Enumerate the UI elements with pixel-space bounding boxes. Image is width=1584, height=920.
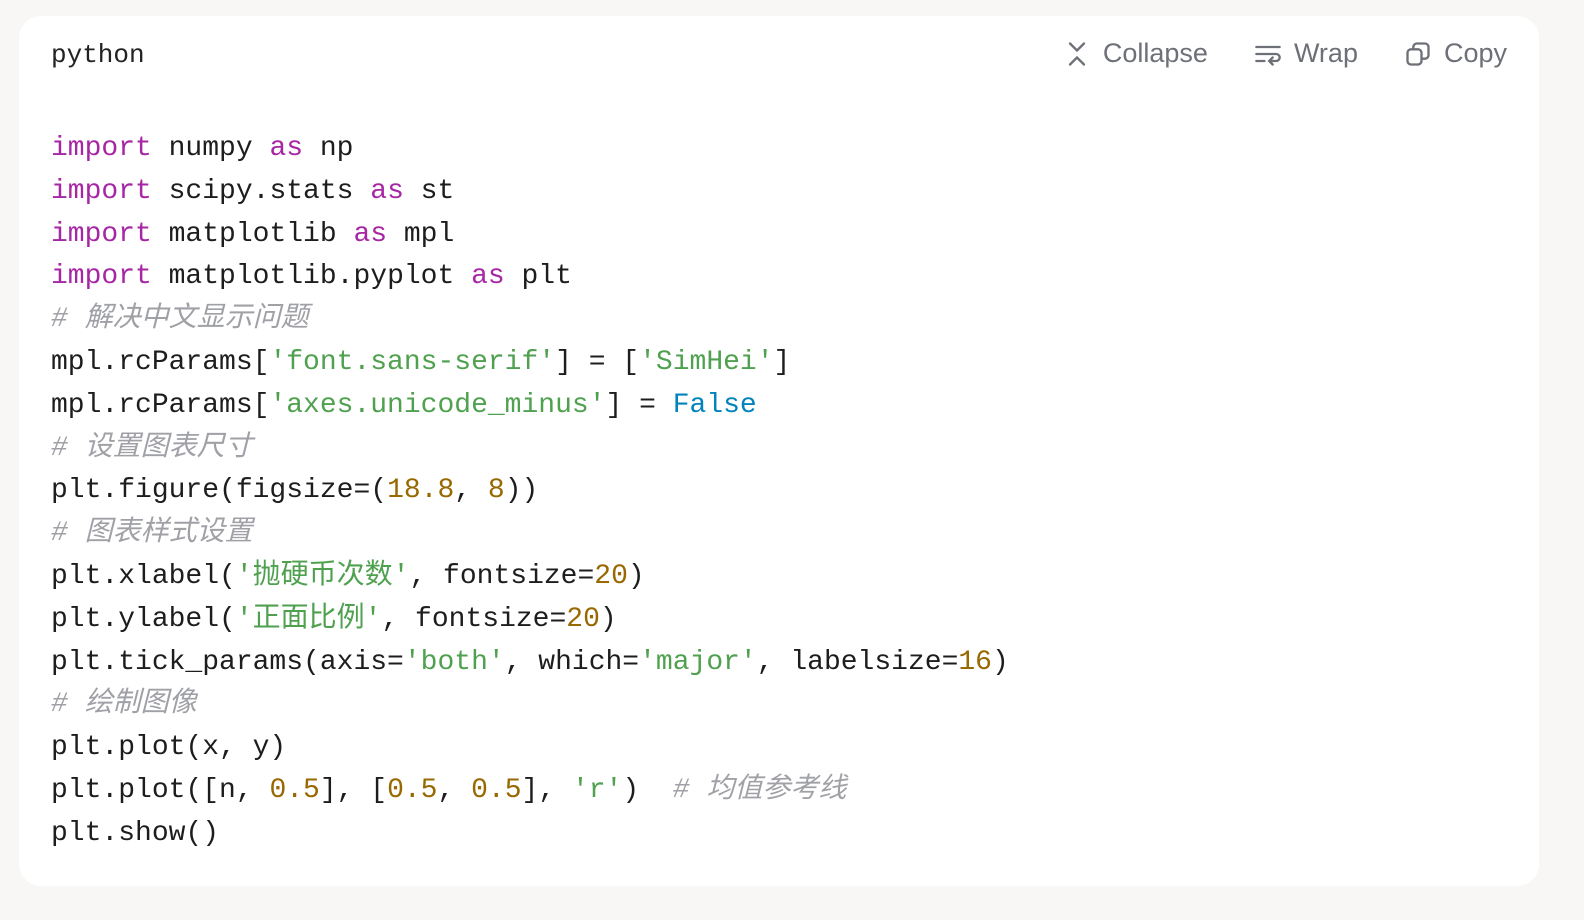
code-text: plt.plot(x, y): [51, 732, 287, 764]
code-text: ] =: [605, 389, 673, 421]
code-line: import matplotlib as mpl: [51, 214, 1009, 257]
code-text: , fontsize=: [409, 560, 595, 592]
number-literal: 20: [594, 560, 628, 592]
code-text: matplotlib: [151, 218, 354, 250]
collapse-label: Collapse: [1102, 38, 1208, 68]
code-text: ],: [521, 774, 572, 806]
code-text: )): [504, 475, 539, 507]
number-literal: 0.5: [471, 774, 522, 806]
code-text: st: [403, 175, 455, 207]
string-literal: 'font.sans-serif': [269, 346, 556, 378]
code-text: ): [627, 560, 645, 592]
code-line: # 图表样式设置: [51, 513, 1009, 556]
language-label: python: [51, 40, 145, 70]
keyword: as: [269, 133, 304, 164]
code-text: plt.show(): [51, 817, 220, 849]
code-text: plt.xlabel(: [51, 560, 236, 592]
wrap-button[interactable]: Wrap: [1254, 38, 1358, 69]
code-line: plt.plot([n, 0.5], [0.5, 0.5], 'r') # 均值…: [51, 770, 1009, 813]
code-line: plt.figure(figsize=(18.8, 8)): [51, 470, 1009, 513]
number-literal: 0.5: [387, 774, 438, 806]
code-block: python Collapse Wrap Copy import numpy a…: [19, 16, 1539, 886]
code-line: plt.show(): [51, 813, 1009, 856]
code-line: # 设置图表尺寸: [51, 428, 1009, 471]
code-line: plt.plot(x, y): [51, 727, 1009, 770]
copy-button[interactable]: Copy: [1404, 38, 1507, 69]
keyword: as: [370, 175, 404, 207]
code-text: mpl.rcParams[: [51, 346, 270, 378]
code-line: mpl.rcParams['axes.unicode_minus'] = Fal…: [51, 385, 1009, 428]
number-literal: 20: [566, 603, 600, 635]
code-line: # 绘制图像: [51, 684, 1009, 727]
comment: # 解决中文显示问题: [51, 304, 309, 336]
wrap-label: Wrap: [1293, 38, 1358, 68]
code-text: ,: [437, 774, 472, 806]
code-text: plt.figure(figsize=(: [51, 475, 388, 507]
code-text: ], [: [319, 774, 388, 806]
keyword: import: [51, 175, 152, 207]
string-literal: 'SimHei': [639, 346, 774, 378]
number-literal: 16: [958, 646, 992, 678]
code-text: mpl.rcParams[: [51, 389, 270, 421]
code-text: , fontsize=: [381, 603, 567, 635]
code-text: matplotlib.pyplot: [151, 261, 472, 293]
collapse-button[interactable]: Collapse: [1063, 38, 1208, 69]
code-text: ]: [773, 346, 791, 378]
code-line: plt.ylabel('正面比例', fontsize=20): [51, 599, 1009, 642]
code-text: plt.ylabel(: [51, 603, 236, 635]
code-text: ): [622, 774, 673, 806]
code-line: plt.tick_params(axis='both', which='majo…: [51, 642, 1009, 685]
comment: # 图表样式设置: [51, 518, 253, 550]
number-literal: 18.8: [387, 475, 455, 507]
code-text: numpy: [151, 133, 270, 164]
code-line: import matplotlib.pyplot as plt: [51, 256, 1009, 299]
keyword: import: [51, 261, 152, 293]
code-line: plt.xlabel('抛硬币次数', fontsize=20): [51, 556, 1009, 599]
code-text: np: [303, 133, 354, 164]
keyword: import: [51, 218, 152, 250]
code-text: ): [599, 603, 617, 635]
collapse-icon: [1068, 41, 1086, 66]
code-line: import scipy.stats as st: [51, 171, 1009, 214]
number-literal: 0.5: [269, 774, 320, 806]
code-text: , which=: [504, 646, 640, 678]
comment: # 均值参考线: [672, 774, 847, 806]
code-line: import numpy as np: [51, 128, 1009, 171]
copy-label: Copy: [1443, 38, 1507, 68]
string-literal: '正面比例': [235, 603, 382, 635]
code-text: plt: [504, 261, 572, 293]
code-line: mpl.rcParams['font.sans-serif'] = ['SimH…: [51, 342, 1009, 385]
string-literal: 'r': [571, 774, 623, 806]
code-actions: Collapse Wrap Copy: [1063, 38, 1507, 69]
comment: # 设置图表尺寸: [51, 432, 253, 464]
code-text: mpl: [387, 218, 455, 250]
code-line: # 解决中文显示问题: [51, 299, 1009, 342]
keyword: import: [51, 133, 152, 164]
number-literal: 8: [487, 475, 505, 507]
boolean-literal: False: [672, 389, 757, 421]
code-text: ): [991, 646, 1009, 678]
string-literal: 'both': [403, 646, 505, 678]
code-text: plt.plot([n,: [51, 774, 270, 806]
code-text: , labelsize=: [756, 646, 959, 678]
keyword: as: [353, 218, 388, 250]
keyword: as: [471, 261, 505, 293]
wrap-icon: [1255, 45, 1281, 66]
code-text: plt.tick_params(axis=: [51, 646, 404, 678]
code-text: ] = [: [555, 346, 640, 378]
comment: # 绘制图像: [51, 689, 197, 721]
code-text: scipy.stats: [151, 175, 371, 207]
copy-icon: [1406, 41, 1430, 66]
string-literal: 'major': [639, 646, 757, 678]
string-literal: 'axes.unicode_minus': [269, 389, 606, 421]
code-text: ,: [454, 475, 488, 507]
string-literal: '抛硬币次数': [235, 560, 410, 592]
